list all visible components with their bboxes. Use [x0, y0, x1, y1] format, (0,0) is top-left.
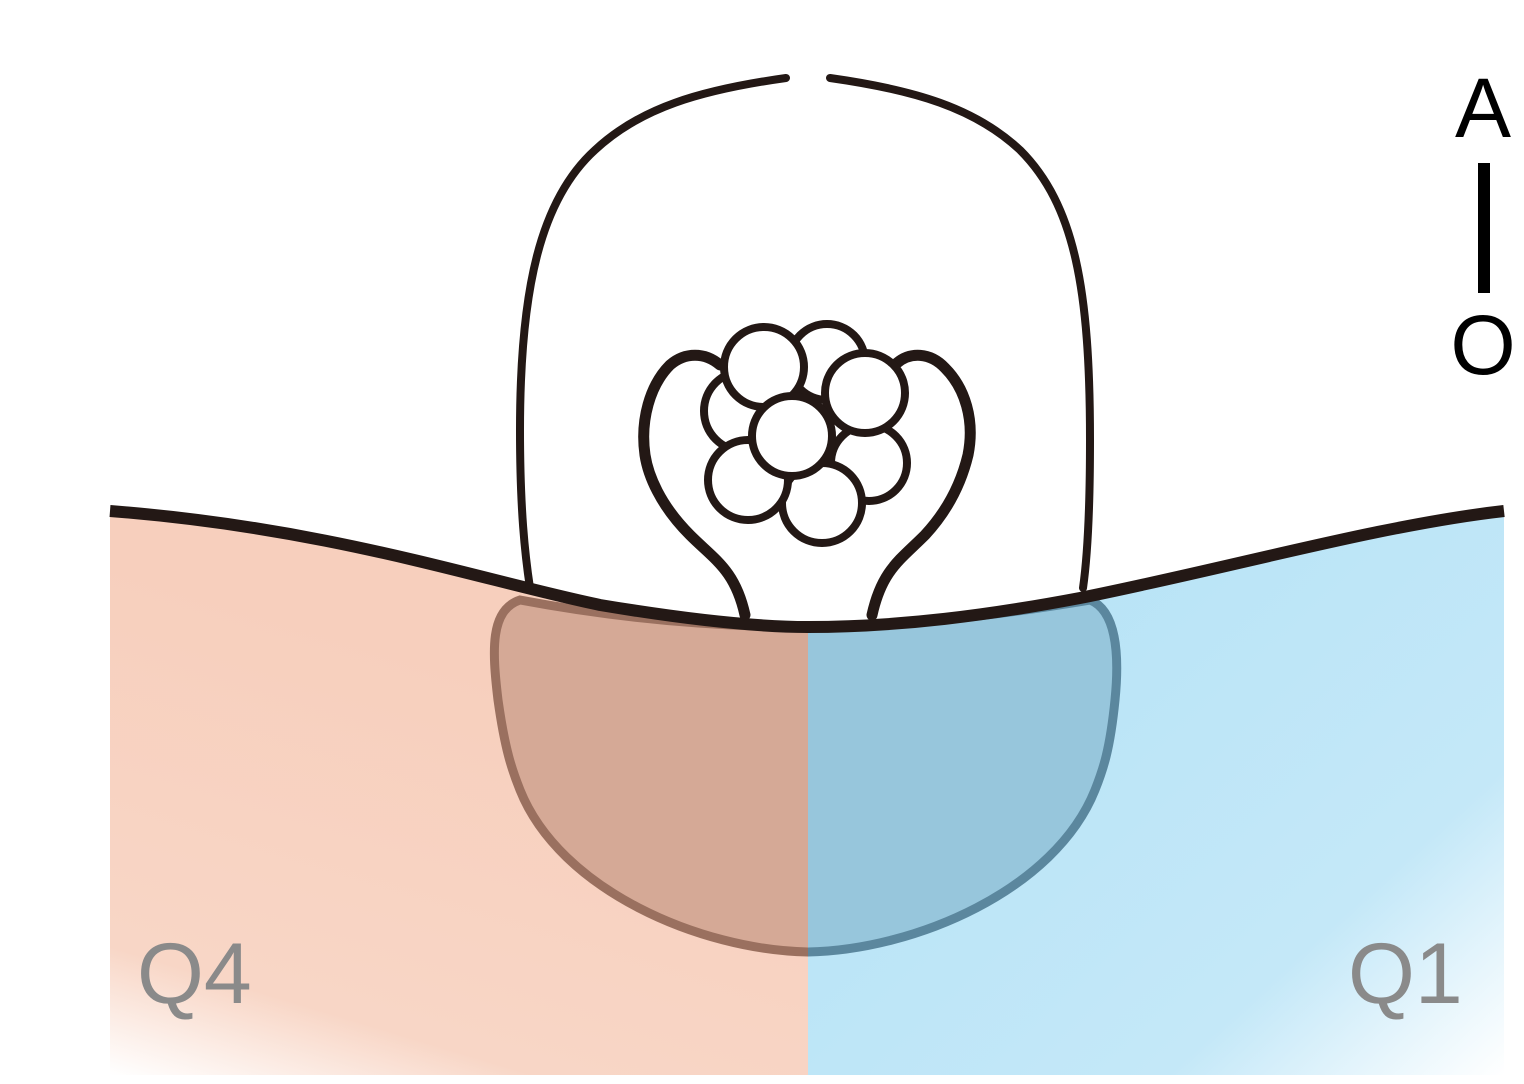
surface-line: [109, 505, 1505, 634]
axis-label-bottom: O: [1450, 298, 1515, 392]
quadrant-label-right: Q1: [1348, 926, 1463, 1022]
dome-right-wall: [826, 74, 1095, 592]
inner-cup-left: [638, 349, 751, 621]
implantation-zone-left: [489, 595, 808, 957]
inner-cup-right: [866, 349, 976, 621]
quadrant-label-left: Q4: [137, 926, 252, 1022]
axis-label-top: A: [1455, 61, 1511, 155]
cell-cluster-icon: [700, 320, 911, 547]
orientation-axis-icon: [1478, 163, 1490, 293]
dome-left-wall: [515, 74, 790, 592]
